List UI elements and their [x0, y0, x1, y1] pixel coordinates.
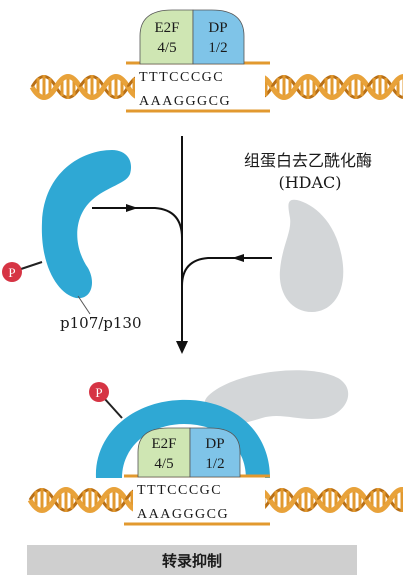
repression-banner: [27, 545, 357, 575]
top-e2f-block: [139, 9, 194, 65]
left-merge-arrow: [92, 207, 183, 239]
right-arrowhead: [232, 254, 244, 262]
left-arrowhead: [126, 204, 138, 212]
top-e2f-name: E2F: [154, 20, 179, 36]
repression-banner-label: 转录抑制: [162, 552, 222, 570]
left-phospho-link: [17, 261, 43, 271]
top-e2f-dp-dimer: E2F 4/5 DP 1/2: [139, 9, 245, 65]
bottom-e2f-block: [137, 427, 191, 478]
bottom-e2f-name: E2F: [151, 436, 176, 452]
assembly-arrows: [92, 136, 272, 343]
hdac-shape: [279, 199, 344, 312]
bottom-hdac-shape: [204, 370, 349, 425]
top-dp-number: 1/2: [208, 40, 227, 56]
bottom-sequence-bottom: AAAGGGCG: [137, 507, 229, 522]
bottom-e2f-number: 4/5: [154, 456, 173, 472]
top-dp-name: DP: [208, 20, 227, 36]
left-phosphate-badge: [2, 262, 22, 282]
p107-p130-pocket-protein: [41, 150, 132, 299]
bottom-phosphate-badge: [89, 382, 109, 402]
top-e2f-number: 4/5: [157, 40, 176, 56]
p107-p130-leader: [77, 295, 91, 315]
top-dna: TTTCCCGC AAAGGGCG: [32, 61, 403, 113]
right-merge-arrow: [181, 257, 272, 287]
bottom-sequence-top: TTTCCCGC: [137, 483, 222, 498]
bottom-pocket-protein: [95, 399, 270, 478]
hdac-label-chinese: 组蛋白去乙酰化酶: [244, 151, 372, 170]
bottom-dp-block: [189, 427, 241, 478]
bottom-dna-sequence-window: [133, 476, 265, 523]
bottom-phosphate-label: P: [95, 385, 102, 400]
left-phosphate-label: P: [8, 265, 15, 280]
hdac-label-abbrev: (HDAC): [278, 173, 341, 192]
bottom-phospho-link: [103, 397, 123, 419]
p107-p130-label: p107/p130: [60, 314, 142, 332]
top-dna-sequence-window: [135, 64, 265, 110]
top-sequence-top: TTTCCCGC: [139, 70, 224, 85]
bottom-e2f-dp-dimer: E2F 4/5 DP 1/2: [137, 427, 241, 478]
top-sequence-bottom: AAAGGGCG: [139, 94, 231, 109]
top-dp-block: [192, 9, 245, 65]
main-down-arrowhead: [176, 341, 188, 354]
bottom-dp-number: 1/2: [205, 456, 224, 472]
bottom-dp-name: DP: [205, 436, 224, 452]
bottom-dna: TTTCCCGC AAAGGGCG: [30, 474, 403, 526]
